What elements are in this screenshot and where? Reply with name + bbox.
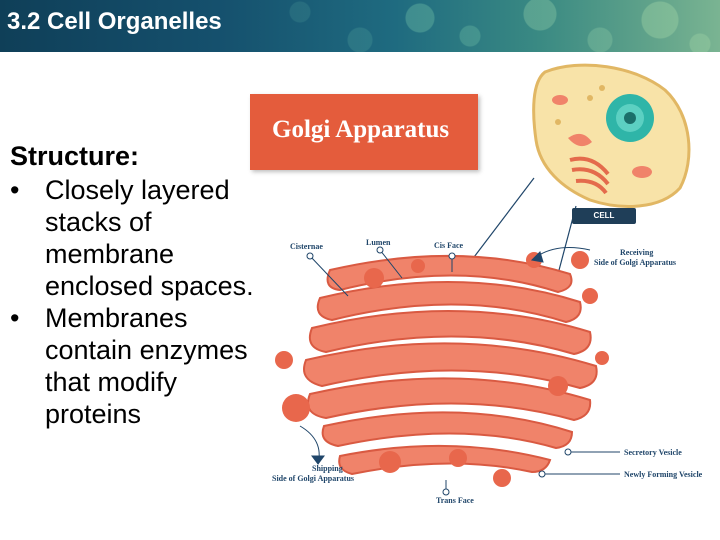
structure-heading: Structure: xyxy=(10,141,140,171)
bullet-text-block: Structure: • Closely layered stacks of m… xyxy=(10,140,310,430)
bullet-line: that modify xyxy=(45,367,178,397)
golgi-illustration xyxy=(275,63,691,496)
bullet-dot: • xyxy=(10,303,20,333)
title-bar: 3.2 Cell Organelles xyxy=(0,0,720,52)
shipping-label: Shipping xyxy=(312,464,343,473)
receiving-sub-label: Side of Golgi Apparatus xyxy=(594,258,677,267)
title-bar-texture xyxy=(0,0,720,52)
shipping-sub-label: Side of Golgi Apparatus xyxy=(272,474,355,483)
bullet-item: • Closely layered stacks of membrane enc… xyxy=(10,174,310,302)
receiving-label: Receiving xyxy=(620,248,654,257)
newly-forming-vesicle-label: Newly Forming Vesicle xyxy=(624,470,703,479)
golgi-stacks xyxy=(303,255,598,476)
bullet-line: enclosed spaces. xyxy=(45,271,254,301)
bullet-line: Membranes xyxy=(45,303,188,333)
bullet-line: contain enzymes xyxy=(45,335,248,365)
cell-illustration xyxy=(532,63,691,208)
bullet-line: Closely layered xyxy=(45,175,230,205)
lumen-label: Lumen xyxy=(366,238,391,247)
bullet-item: • Membranes contain enzymes that modify … xyxy=(10,302,310,430)
vesicles xyxy=(275,251,609,487)
cisternae-label: Cisternae xyxy=(290,242,323,251)
bullet-dot: • xyxy=(10,175,20,205)
trans-face-label: Trans Face xyxy=(436,496,474,505)
golgi-figure: Golgi Apparatus xyxy=(240,60,710,520)
bullet-line: membrane xyxy=(45,239,175,269)
golgi-banner-title: Golgi Apparatus xyxy=(272,116,450,143)
bullet-line: stacks of xyxy=(45,207,152,237)
label-leader-lines xyxy=(299,246,620,496)
cell-tag: CELL xyxy=(572,208,636,224)
golgi-banner: Golgi Apparatus xyxy=(250,94,478,170)
slide-title: 3.2 Cell Organelles xyxy=(7,8,222,35)
bullet-list: • Closely layered stacks of membrane enc… xyxy=(10,174,310,430)
secretory-vesicle-label: Secretory Vesicle xyxy=(624,448,682,457)
cis-face-label: Cis Face xyxy=(434,241,464,250)
bullet-line: proteins xyxy=(45,399,142,429)
